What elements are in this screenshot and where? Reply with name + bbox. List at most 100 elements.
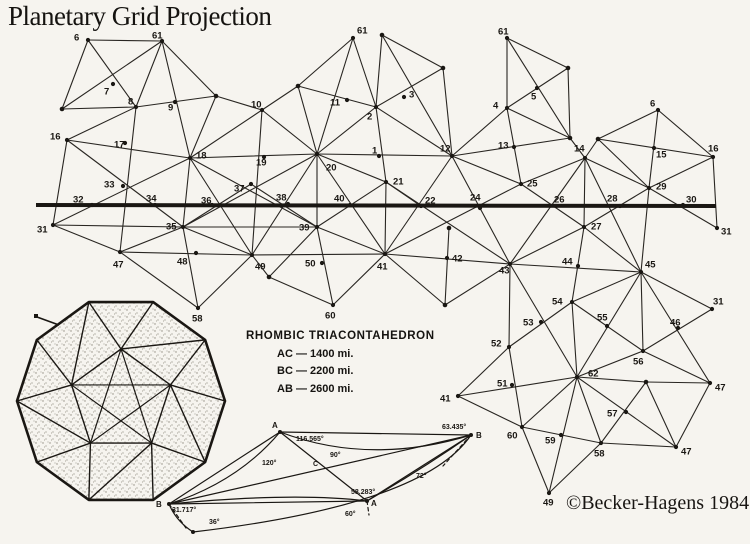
net-vertex — [646, 185, 652, 191]
node-label: 51 — [497, 379, 508, 390]
node-label: 62 — [588, 369, 599, 380]
net-vertex — [133, 104, 139, 110]
node-label: 22 — [425, 196, 436, 207]
node-label: 30 — [686, 195, 697, 206]
net-vertex — [518, 181, 524, 187]
node-label: 48 — [177, 257, 188, 268]
node-label: 26 — [554, 195, 565, 206]
net-vertex — [85, 37, 91, 43]
node-label: 45 — [645, 260, 656, 271]
sketch-corner-label: A — [272, 421, 278, 430]
net-vertex — [710, 154, 716, 160]
node-label: 31 — [713, 297, 724, 308]
net-vertex — [709, 306, 715, 312]
node-label: 25 — [527, 179, 538, 190]
sketch-angle-label: 63.435° — [442, 423, 466, 431]
node-label: 4 — [493, 101, 499, 112]
node-label: 1 — [372, 146, 378, 157]
net-vertex — [449, 153, 455, 159]
net-vertex — [110, 81, 116, 87]
node-label: 12 — [440, 144, 451, 155]
net-vertex — [249, 252, 255, 258]
net-vertex — [506, 344, 512, 350]
net-vertex — [64, 137, 70, 143]
node-label: 47 — [113, 260, 124, 271]
net-vertex — [575, 263, 581, 269]
net-vertex — [152, 202, 158, 208]
net-vertex — [623, 409, 629, 415]
node-label: 59 — [545, 436, 556, 447]
node-label: 41 — [440, 394, 451, 405]
node-label: 54 — [552, 297, 563, 308]
net-vertex — [538, 319, 544, 325]
sketch-angle-label: 90° — [330, 451, 341, 459]
net-vertex — [638, 269, 644, 275]
node-label: 39 — [299, 223, 310, 234]
sketch-angle-label: 31.717° — [172, 506, 196, 514]
net-vertex — [546, 490, 552, 496]
net-vertex — [50, 222, 56, 228]
net-vertex — [261, 154, 267, 160]
node-label: 13 — [498, 141, 509, 152]
net-vertex — [673, 444, 679, 450]
node-label: 14 — [574, 144, 585, 155]
net-vertex — [507, 261, 513, 267]
net-vertex — [122, 140, 128, 146]
net-vertex — [59, 106, 65, 112]
node-label: 58 — [594, 449, 605, 460]
node-label: 55 — [597, 313, 608, 324]
net-vertex — [180, 224, 186, 230]
node-label: 35 — [166, 222, 177, 233]
net-vertex — [581, 224, 587, 230]
sphere-pointer-line — [36, 316, 60, 326]
net-vertex — [651, 145, 657, 151]
net-vertex — [617, 203, 623, 209]
net-vertex — [373, 104, 379, 110]
node-label: 6 — [650, 99, 655, 110]
rhombus-detail-sketch: ABAB116.565°63.435°120°90°C72°58.283°31.… — [156, 421, 482, 534]
node-label: 52 — [491, 339, 502, 350]
net-vertex — [382, 251, 388, 257]
node-label: 31 — [721, 227, 732, 238]
sketch-corner-label: B — [476, 431, 482, 440]
net-vertex — [159, 38, 165, 44]
sketch-corner-label: B — [156, 500, 162, 509]
equator-line — [35, 203, 717, 208]
net-vertex — [553, 203, 559, 209]
net-vertex — [446, 225, 452, 231]
node-label: 34 — [146, 194, 157, 205]
net-vertex — [558, 432, 564, 438]
rhombic-legend: RHOMBIC TRIACONTAHEDRON AC — 1400 mi. BC… — [246, 330, 435, 395]
sketch-angle-label: 72° — [416, 472, 427, 480]
node-label: 17 — [114, 140, 125, 151]
copyright-credit: ©Becker-Hagens 1984 — [566, 492, 750, 514]
net-vertex — [511, 144, 517, 150]
net-vertex — [680, 202, 686, 208]
net-vertex — [330, 302, 336, 308]
node-label: 60 — [325, 311, 336, 322]
net-vertex — [519, 424, 525, 430]
node-label: 56 — [633, 357, 644, 368]
node-label: 57 — [607, 409, 618, 420]
net-vertex — [582, 155, 588, 161]
node-label: 9 — [168, 103, 173, 114]
net-vertex — [266, 274, 272, 280]
net-vertex — [477, 205, 483, 211]
node-label: 16 — [708, 144, 719, 155]
node-label: 40 — [334, 194, 345, 205]
net-vertex — [259, 107, 265, 113]
node-label: 43 — [499, 266, 510, 277]
net-vertex — [285, 201, 291, 207]
net-vertex — [604, 323, 610, 329]
node-label: 24 — [470, 193, 481, 204]
net-vertex — [120, 183, 126, 189]
node-label: 27 — [591, 222, 602, 233]
node-label: 19 — [256, 158, 267, 169]
net-vertex — [714, 225, 720, 231]
net-vertex — [172, 99, 178, 105]
net-vertex — [567, 135, 573, 141]
node-label: 32 — [73, 195, 84, 206]
sphere-pointer-mark — [34, 314, 38, 318]
